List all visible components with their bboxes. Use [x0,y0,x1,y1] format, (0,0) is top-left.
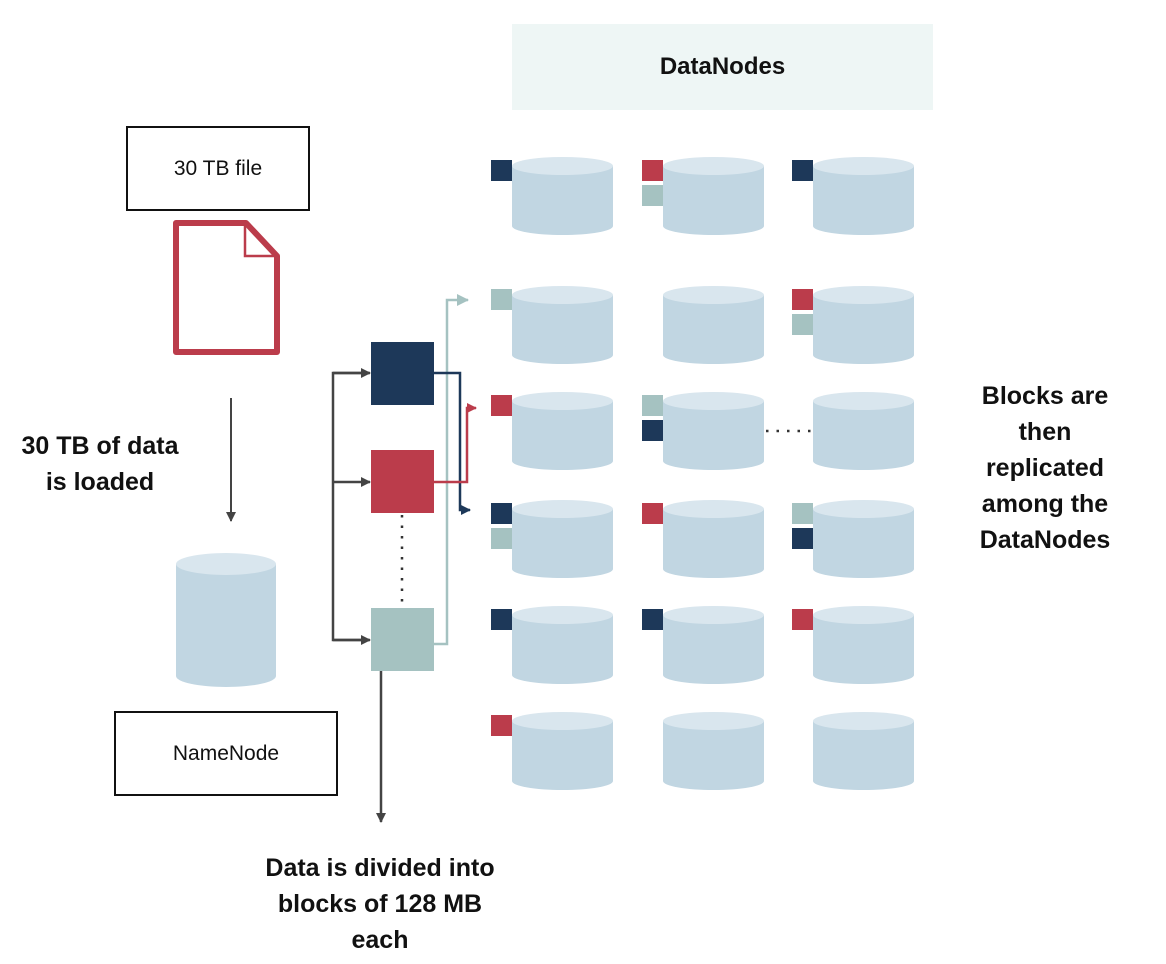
load-caption-line: is loaded [45,468,155,496]
replica-block-dark [792,528,813,549]
replica-block-teal [792,314,813,335]
replicate-caption-line: replicated [985,454,1105,482]
replica-block-red [792,289,813,310]
divide-caption-line: blocks of 128 MB [277,890,483,918]
datanode-cylinder-icon [512,157,613,235]
block-teal [371,608,434,671]
replica-block-teal [491,528,512,549]
datanode-grid [491,157,914,790]
datanode-cylinder-icon [813,606,914,684]
replica-block-red [642,160,663,181]
datanode-cylinder-icon [663,606,764,684]
block-dark [371,342,434,405]
replica-block-red [792,609,813,630]
replica-block-red [642,503,663,524]
divide-caption-line: Data is divided into [265,854,495,882]
divide-caption-line: each [351,926,409,954]
replica-block-dark [491,503,512,524]
datanode-cylinder-icon [663,286,764,364]
namenode-box: NameNode [114,711,338,796]
file-box: 30 TB file [126,126,310,211]
replica-block-red [491,395,512,416]
datanode-cylinder-icon [512,712,613,790]
namenode-label: NameNode [172,741,280,765]
block-red [371,450,434,513]
load-caption: 30 TB of data is loaded [0,428,200,500]
datanodes-banner: DataNodes [512,24,933,110]
replication-arrow-dark [434,371,471,515]
datanodes-title: DataNodes [659,53,786,80]
replica-block-teal [792,503,813,524]
file-label: 30 TB file [173,156,263,180]
replica-block-teal [642,395,663,416]
split-arrows [331,368,371,645]
replicate-caption: Blocks are then replicated among the Dat… [950,378,1140,558]
datanode-cylinder-icon [663,500,764,578]
datanode-cylinder-icon [663,712,764,790]
datanode-cylinder-icon [813,392,914,470]
replication-arrow-teal [434,294,469,646]
replica-block-dark [491,160,512,181]
datanode-cylinder-icon [813,712,914,790]
replica-block-dark [642,420,663,441]
replicate-caption-line: among the [981,490,1109,518]
datanode-cylinder-icon [512,392,613,470]
namenode-cylinder-icon [176,553,276,687]
replication-arrow-red [434,403,477,484]
replica-block-teal [491,289,512,310]
replicate-caption-line: DataNodes [979,526,1111,554]
datanode-cylinder-icon [813,286,914,364]
datanode-cylinder-icon [512,286,613,364]
replica-block-dark [792,160,813,181]
replica-block-dark [491,609,512,630]
datanode-cylinder-icon [663,392,764,470]
replicate-caption-line: then [1018,418,1072,446]
replica-block-dark [642,609,663,630]
replica-block-red [491,715,512,736]
load-caption-line: 30 TB of data [21,432,179,460]
datanode-cylinder-icon [813,500,914,578]
datanode-cylinder-icon [512,500,613,578]
datanode-cylinder-icon [512,606,613,684]
file-icon [173,220,280,355]
datanode-cylinder-icon [663,157,764,235]
replicate-caption-line: Blocks are [981,382,1109,410]
replica-block-teal [642,185,663,206]
datanode-cylinder-icon [813,157,914,235]
divide-caption: Data is divided into blocks of 128 MB ea… [230,850,530,958]
